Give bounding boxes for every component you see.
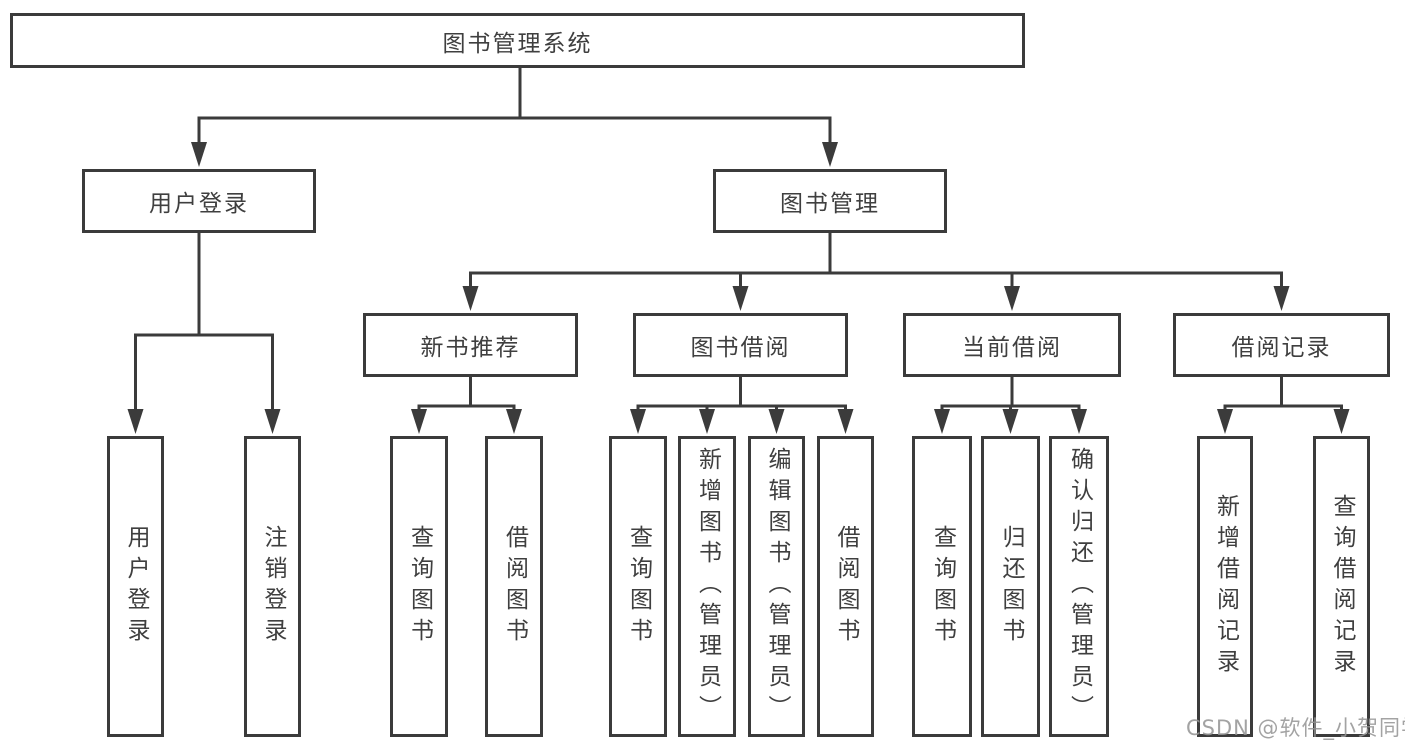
- node-library-management-system: 图书管理系统: [10, 13, 1025, 68]
- leaf-edit-books-admin: 编辑图书（管理员）: [748, 436, 805, 737]
- node-label: 借阅记录: [1231, 335, 1332, 361]
- leaf-label: 新增借阅记录: [1212, 493, 1239, 680]
- node-label: 当前借阅: [962, 335, 1062, 361]
- leaf-label: 查询图书: [929, 524, 956, 649]
- node-label: 图书借阅: [690, 335, 791, 361]
- node-user-login: 用户登录: [82, 169, 316, 233]
- node-label: 图书管理系统: [442, 30, 593, 57]
- leaf-add-borrow-record: 新增借阅记录: [1197, 436, 1253, 737]
- leaf-label: 确认归还（管理员）: [1066, 447, 1093, 726]
- node-book-borrowing: 图书借阅: [633, 313, 848, 377]
- leaf-label: 借阅图书: [833, 524, 859, 649]
- node-label: 新书推荐: [420, 335, 521, 361]
- leaf-logout: 注销登录: [244, 436, 301, 737]
- leaf-label: 编辑图书（管理员）: [764, 447, 790, 726]
- node-new-book-recommend: 新书推荐: [363, 313, 578, 377]
- leaf-borrow-books-recommend: 借阅图书: [485, 436, 543, 737]
- leaf-confirm-return-admin: 确认归还（管理员）: [1049, 436, 1109, 737]
- leaf-return-books: 归还图书: [981, 436, 1040, 737]
- leaf-query-borrow-record: 查询借阅记录: [1313, 436, 1370, 737]
- leaf-label: 归还图书: [998, 524, 1024, 649]
- leaf-label: 新增图书（管理员）: [694, 447, 721, 726]
- node-label: 用户登录: [149, 191, 249, 217]
- leaf-label: 注销登录: [260, 524, 286, 649]
- leaf-label: 用户登录: [123, 524, 149, 649]
- leaf-label: 借阅图书: [501, 524, 528, 649]
- leaf-query-books-recommend: 查询图书: [390, 436, 448, 737]
- leaf-borrow-books-borrowing: 借阅图书: [817, 436, 874, 737]
- leaf-label: 查询图书: [406, 524, 433, 649]
- csdn-watermark: CSDN @软件_小贺同学: [1186, 716, 1405, 740]
- node-current-borrowing: 当前借阅: [903, 313, 1121, 377]
- node-borrow-records: 借阅记录: [1173, 313, 1390, 377]
- leaf-query-books-borrowing: 查询图书: [609, 436, 667, 737]
- node-label: 图书管理: [780, 191, 880, 217]
- leaf-label: 查询借阅记录: [1329, 493, 1355, 680]
- leaf-add-books-admin: 新增图书（管理员）: [678, 436, 736, 737]
- leaf-label: 查询图书: [625, 524, 652, 649]
- leaf-query-books-current: 查询图书: [912, 436, 972, 737]
- leaf-user-login: 用户登录: [107, 436, 164, 737]
- node-book-management: 图书管理: [713, 169, 947, 233]
